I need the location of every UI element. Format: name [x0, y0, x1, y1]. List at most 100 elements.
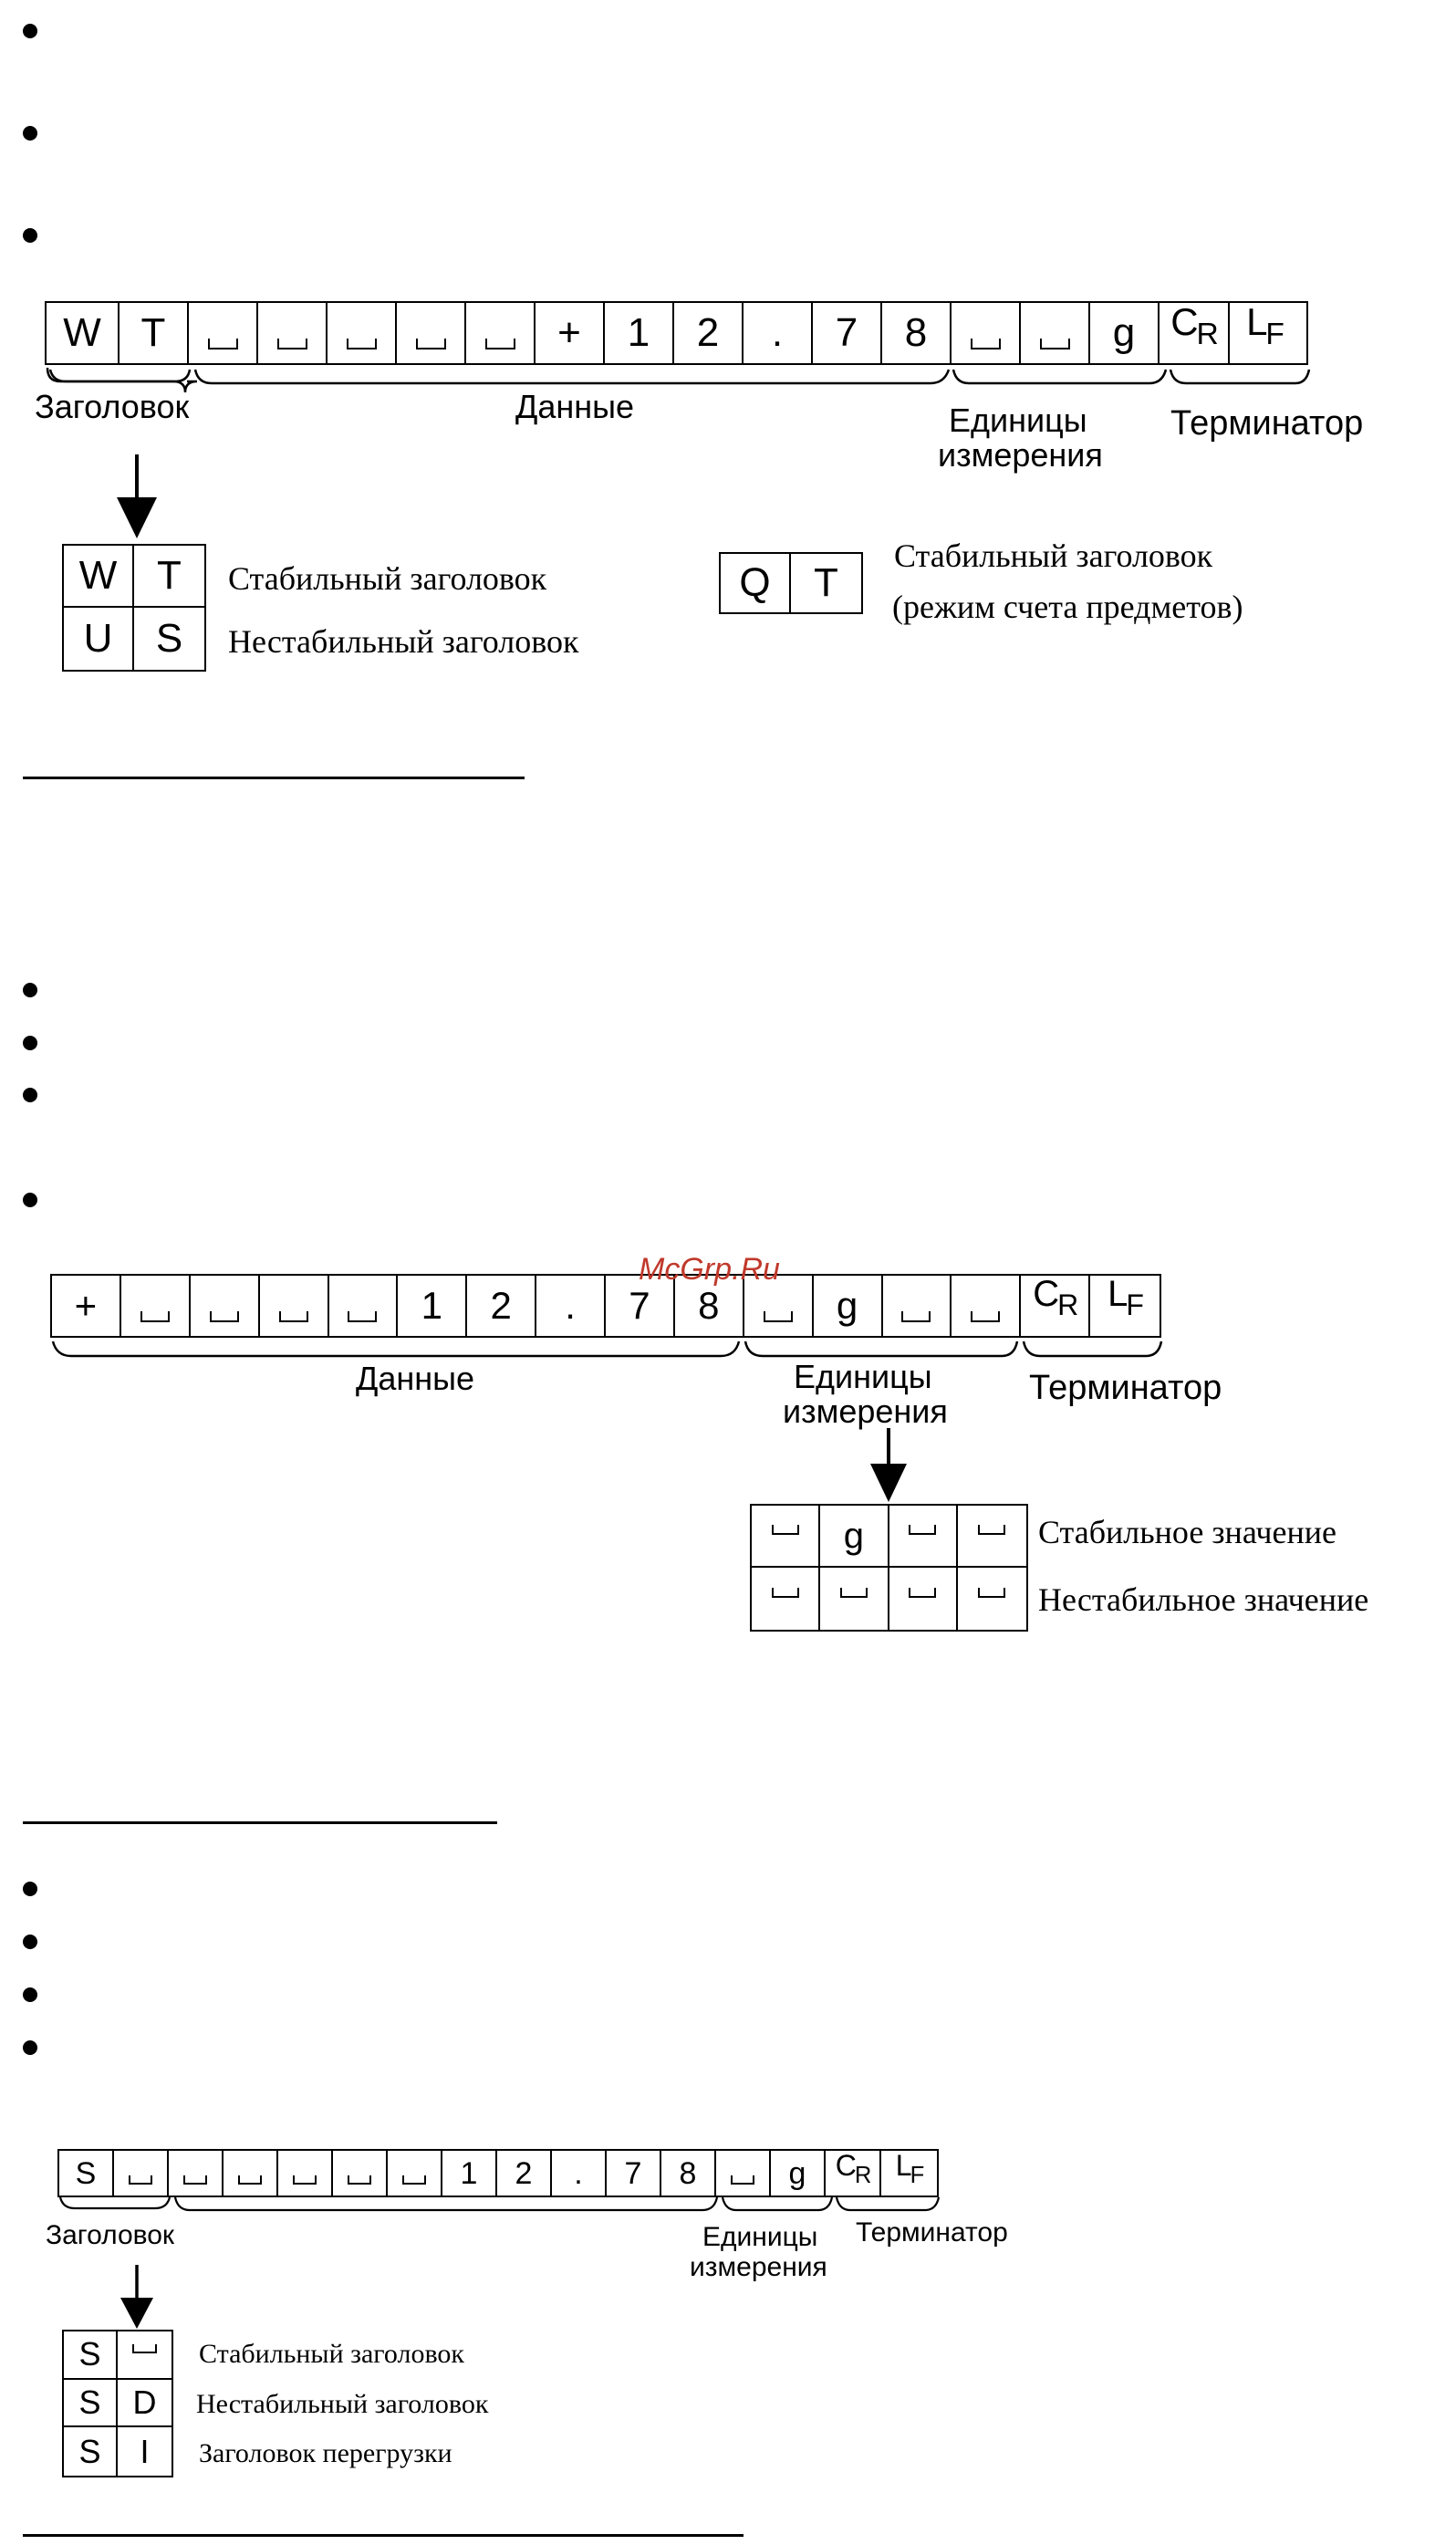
- label-units-3-line2: измерения: [690, 2252, 827, 2282]
- watermark: McGrp.Ru: [639, 1252, 780, 1287]
- bullet-8: [23, 1882, 37, 1896]
- frame-char: T: [140, 310, 166, 355]
- label-data: Данные: [515, 388, 635, 425]
- frame-cell: [260, 1276, 329, 1336]
- space-symbol: [978, 1587, 1006, 1598]
- frame-char: Q: [739, 560, 771, 605]
- space-symbol: [293, 2175, 317, 2185]
- table-cell: [820, 1568, 889, 1630]
- space-symbol: [402, 2175, 426, 2185]
- label-units-2-line2: измерения: [783, 1392, 948, 1430]
- space-symbol: [129, 2175, 152, 2185]
- frame-cell: CR: [1160, 303, 1230, 363]
- brace-layer-1: [46, 367, 1311, 538]
- table-cell: T: [134, 546, 204, 608]
- header3-desc-overload: Заголовок перегрузки: [199, 2438, 452, 2468]
- frame-cell: g: [1090, 303, 1160, 363]
- frame-cell: [121, 1276, 191, 1336]
- frame-char: 2: [515, 2155, 533, 2191]
- space-symbol: [140, 1311, 170, 1322]
- frame-char: S: [75, 2155, 97, 2191]
- frame-char: 2: [696, 310, 720, 355]
- bullet-7: [23, 1193, 37, 1207]
- table-cell: W: [64, 546, 134, 608]
- table-cell: [752, 1506, 821, 1568]
- table-cell: U: [64, 608, 134, 670]
- space-symbol: [970, 339, 1001, 349]
- table-cell: [118, 2331, 172, 2380]
- frame-cell: [952, 1276, 1022, 1336]
- frame-cell: [189, 303, 258, 363]
- frame-cell: CR: [1021, 1274, 1091, 1336]
- frame-char: 8: [904, 310, 928, 355]
- label-units-line1: Единицы: [949, 402, 1087, 439]
- table-cell: S: [64, 2331, 118, 2380]
- header-desc-stable: Стабильный заголовок: [228, 560, 547, 597]
- bullet-9: [23, 1935, 37, 1949]
- table-cell: T: [791, 554, 861, 612]
- frame-char: 1: [460, 2155, 478, 2191]
- frame-char: T: [157, 553, 182, 598]
- frame-cell: 8: [661, 2151, 716, 2196]
- bullet-1: [23, 24, 37, 38]
- label-terminator: Терминатор: [1170, 404, 1364, 443]
- frame-char: S: [78, 2335, 101, 2373]
- frame-cell: LF: [1090, 1276, 1160, 1336]
- space-symbol: [731, 2175, 754, 2185]
- table-cell: [889, 1568, 958, 1630]
- frame-char: D: [132, 2383, 157, 2421]
- frame-char: 7: [835, 310, 858, 355]
- frame-cell: +: [52, 1276, 121, 1336]
- frame-char: 7: [624, 2155, 642, 2191]
- lf-symbol: LF: [895, 2149, 924, 2188]
- space-symbol: [763, 1311, 793, 1322]
- frame-char: .: [565, 1284, 576, 1327]
- space-symbol: [415, 339, 446, 349]
- cr-symbol: CR: [1033, 1274, 1078, 1321]
- frame-cell: +: [536, 303, 605, 363]
- frame-char: 1: [421, 1284, 442, 1327]
- frame-cell: 2: [467, 1276, 537, 1336]
- qt-desc-line2: (режим счета предметов): [892, 589, 1243, 625]
- cr-symbol: CR: [1170, 300, 1219, 352]
- label-terminator-3: Терминатор: [856, 2217, 1008, 2248]
- frame-char: +: [557, 310, 581, 355]
- space-symbol: [978, 1524, 1006, 1535]
- table-cell: Q: [721, 554, 791, 612]
- frame-char: S: [78, 2383, 101, 2421]
- space-symbol: [909, 1524, 937, 1535]
- frame-cell: CR: [826, 2151, 881, 2196]
- space-symbol: [484, 339, 515, 349]
- bullet-11: [23, 2040, 37, 2055]
- table-cell: g: [820, 1506, 889, 1568]
- frame-cell: .: [552, 2151, 607, 2196]
- space-symbol: [1039, 339, 1070, 349]
- label-units-line2: измерения: [938, 436, 1103, 474]
- frame-cell: [466, 303, 536, 363]
- space-symbol: [771, 1524, 799, 1535]
- frame-char: 1: [627, 310, 650, 355]
- table-cell: [889, 1506, 958, 1568]
- frame-char: W: [63, 310, 101, 355]
- frame-cell: [329, 1276, 399, 1336]
- frame-char: S: [78, 2432, 101, 2470]
- label-units-3-line1: Единицы: [702, 2222, 818, 2252]
- frame-cell: g: [814, 1276, 883, 1336]
- frame-char: 8: [698, 1284, 720, 1327]
- table-cell: S: [64, 2379, 118, 2428]
- brace-layer-3: [58, 2196, 941, 2329]
- space-symbol: [901, 1311, 931, 1322]
- space-symbol: [346, 339, 377, 349]
- frame-cell: LF: [881, 2151, 937, 2196]
- frame-cell: [191, 1276, 260, 1336]
- lf-symbol: LF: [1108, 1274, 1144, 1321]
- space-symbol: [276, 339, 307, 349]
- frame-cell: [169, 2151, 224, 2196]
- frame-cell: g: [771, 2151, 826, 2196]
- space-symbol: [183, 2175, 207, 2185]
- frame-char: .: [771, 310, 784, 355]
- bullet-10: [23, 1987, 37, 2002]
